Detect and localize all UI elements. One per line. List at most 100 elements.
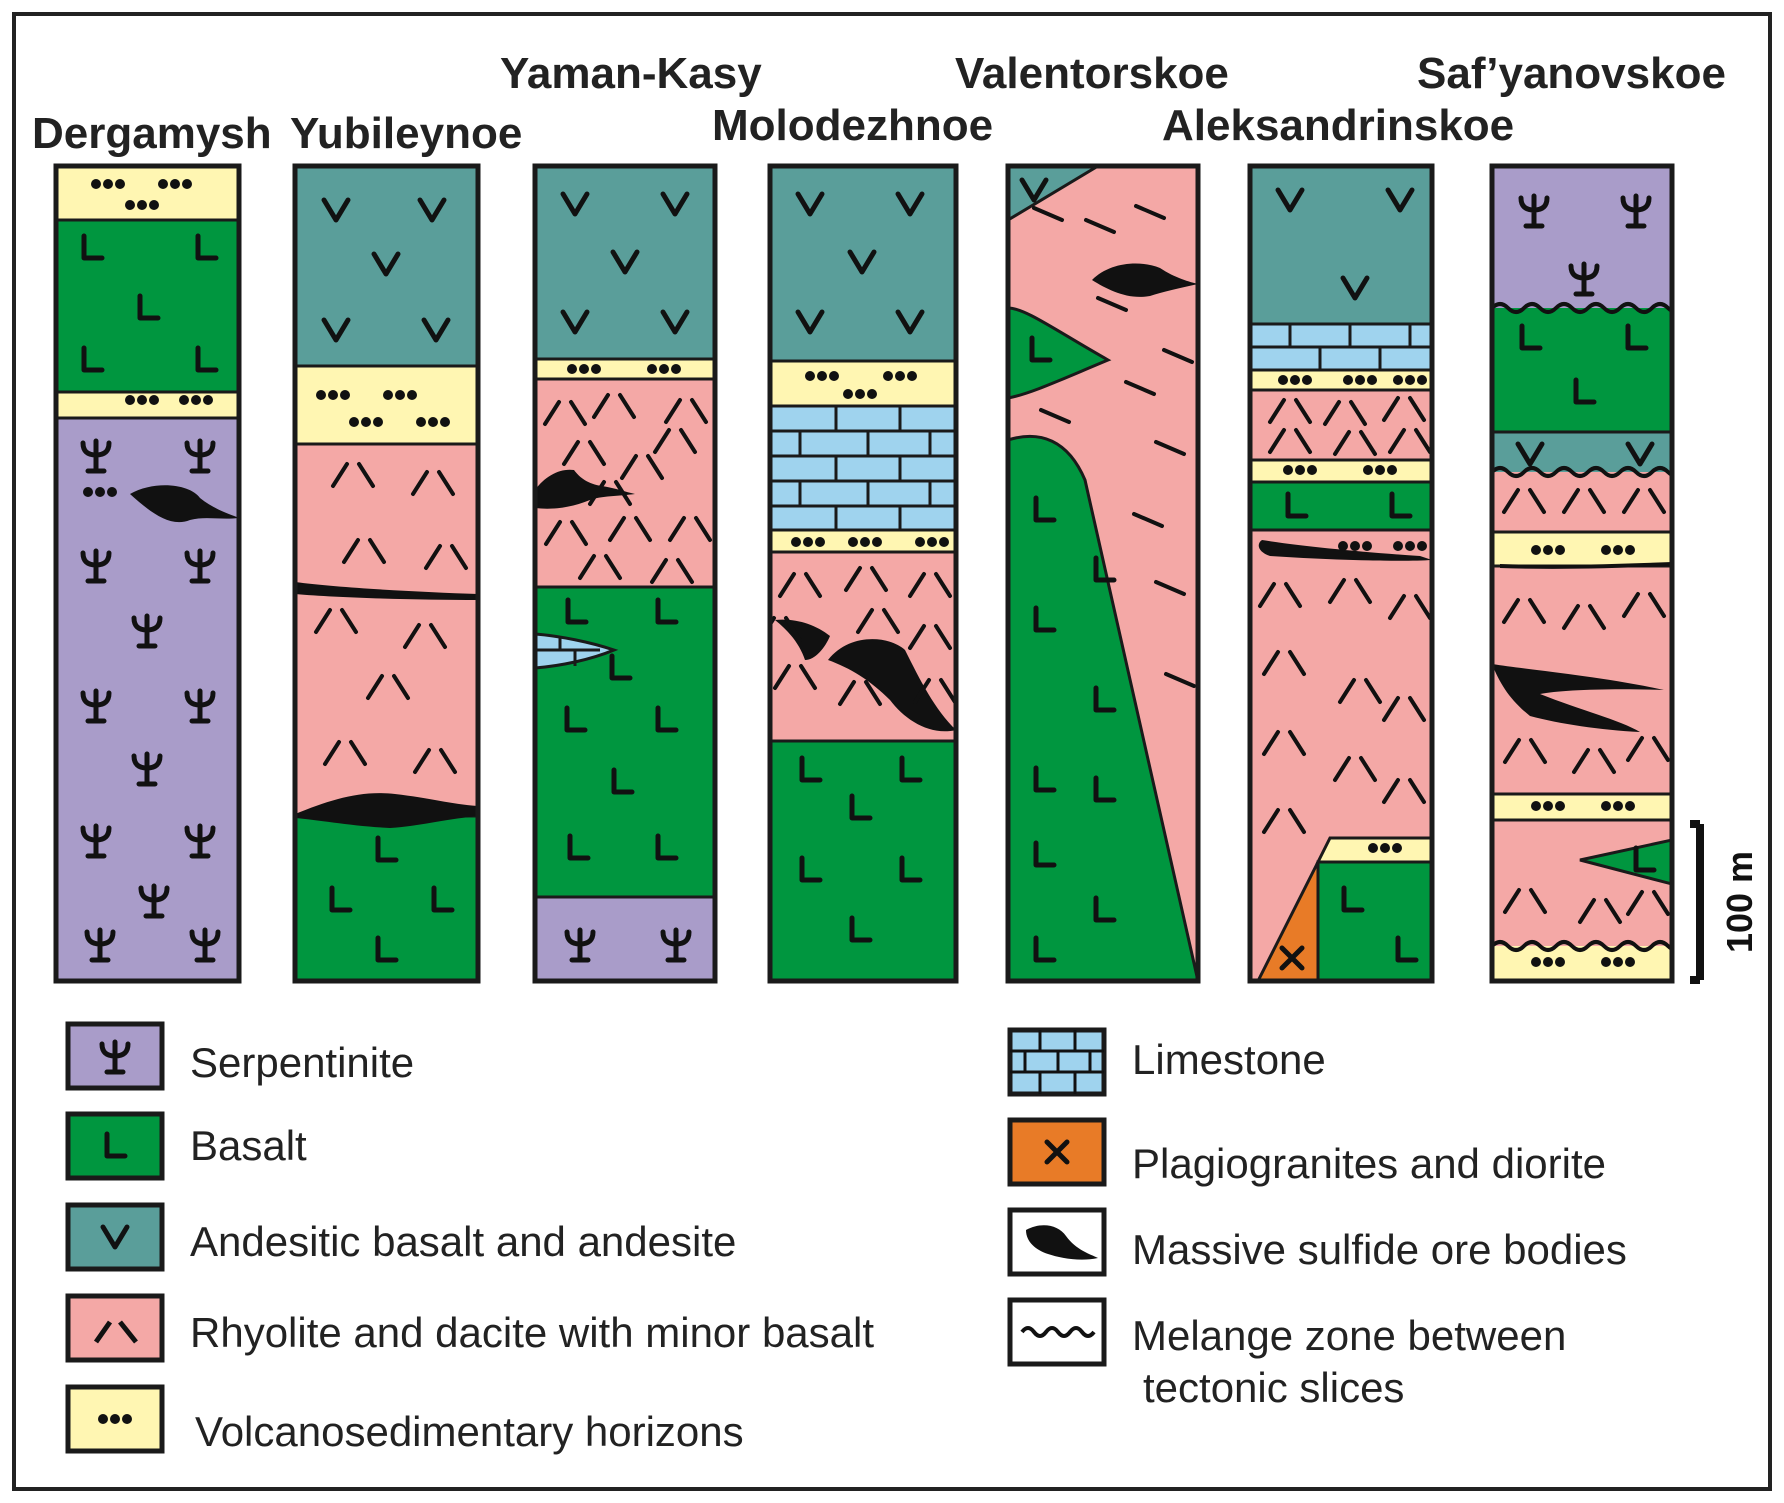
volcanosedimentary-dot bbox=[137, 395, 147, 405]
melange-zone bbox=[1492, 940, 1672, 952]
volcanosedimentary-dot bbox=[125, 395, 135, 405]
basalt-symbol bbox=[81, 233, 105, 261]
basalt-symbol bbox=[195, 233, 219, 261]
basalt-symbol bbox=[137, 293, 161, 321]
rhyolite-dash-pair bbox=[1626, 890, 1670, 916]
rhyolite-dash bbox=[1154, 580, 1186, 596]
volcanosedimentary-dot bbox=[805, 371, 815, 381]
volcanosedimentary-dot bbox=[1393, 541, 1403, 551]
serpentinite-symbol bbox=[131, 613, 163, 649]
legend-label-basalt: Basalt bbox=[190, 1122, 307, 1169]
serpentinite-symbol bbox=[138, 883, 170, 919]
basalt-symbol bbox=[1573, 377, 1597, 405]
volcanosedimentary-dot bbox=[1350, 541, 1360, 551]
basalt-symbol bbox=[799, 855, 823, 883]
basalt-symbol bbox=[611, 767, 635, 795]
andesite-symbol bbox=[371, 251, 401, 277]
plagiogranite-cross-group bbox=[1044, 1139, 1070, 1165]
volcanosedimentary-dot bbox=[149, 395, 159, 405]
volcanosedimentary-dot bbox=[1625, 801, 1635, 811]
rhyolite-dash-pair bbox=[1382, 396, 1426, 422]
volcanosedimentary-dot bbox=[1375, 465, 1385, 475]
volcanosedimentary-dots-group bbox=[791, 371, 949, 547]
basalt-symbol-group bbox=[329, 835, 455, 963]
column-frame-aleksandrinskoe bbox=[1247, 163, 1435, 984]
ore-body bbox=[535, 469, 635, 509]
volcanosedimentary-dot bbox=[1338, 541, 1348, 551]
serpentinite-symbol bbox=[80, 823, 112, 859]
rhyolite-dash-pair bbox=[544, 520, 588, 546]
basalt-symbol bbox=[609, 653, 633, 681]
rhyolite-dash bbox=[1084, 218, 1116, 234]
rhyolite-dash-pair bbox=[411, 470, 455, 496]
volcanosedimentary-dots-group bbox=[1531, 545, 1635, 967]
basalt-symbol bbox=[431, 885, 455, 913]
andesite-symbol bbox=[100, 1224, 130, 1250]
volcanosedimentary-dot bbox=[867, 389, 877, 399]
volcanosedimentary-dot bbox=[1368, 843, 1378, 853]
basalt-symbol bbox=[655, 833, 679, 861]
legend-item-melange: Melange zone between tectonic slices bbox=[1007, 1297, 1566, 1411]
basalt-symbol-group bbox=[1519, 323, 1657, 873]
volcanosedimentary-dot bbox=[815, 537, 825, 547]
volcanosedimentary-dot bbox=[1531, 545, 1541, 555]
rhyolite-dash-pair bbox=[838, 680, 882, 706]
volcanosedimentary-dot bbox=[416, 417, 426, 427]
ore-body bbox=[130, 485, 239, 523]
serpentinite-symbol-group bbox=[99, 1039, 131, 1075]
rhyolite-dash-pair bbox=[1388, 594, 1432, 620]
layer-volcanosedimentary bbox=[1492, 532, 1672, 566]
volcanosedimentary-dot bbox=[95, 487, 105, 497]
basalt-symbol bbox=[1093, 775, 1117, 803]
volcanosedimentary-dot bbox=[1393, 375, 1403, 385]
volcanosedimentary-dot bbox=[939, 537, 949, 547]
volcanosedimentary-dot bbox=[349, 417, 359, 427]
basalt-symbol bbox=[1033, 840, 1057, 868]
column-frame-yubileynoe bbox=[292, 163, 481, 984]
rhyolite-dash-group bbox=[1032, 204, 1196, 688]
rhyolite-dash-pair bbox=[562, 440, 606, 466]
rhyolite-dash bbox=[1134, 204, 1166, 220]
volcanosedimentary-dot bbox=[115, 179, 125, 189]
andesite-symbol-group bbox=[1515, 441, 1655, 467]
column-title-yaman-kasy: Yaman-Kasy bbox=[500, 49, 762, 98]
volcanosedimentary-dot bbox=[907, 371, 917, 381]
volcanosedimentary-dot bbox=[872, 537, 882, 547]
layer-andesite bbox=[295, 166, 478, 366]
andesite-symbol-group bbox=[321, 197, 451, 343]
layer-limestone bbox=[770, 406, 956, 530]
column-title-molodezhnoe: Molodezhnoe bbox=[712, 101, 993, 150]
rhyolite-dash-pair bbox=[1502, 598, 1546, 624]
serpentinite-symbol bbox=[184, 438, 216, 474]
serpentinite-symbol bbox=[80, 438, 112, 474]
volcanosedimentary-dot bbox=[848, 537, 858, 547]
rhyolite-dash bbox=[1162, 348, 1194, 364]
andesite-symbol bbox=[321, 197, 351, 223]
legend-label-serpentinite: Serpentinite bbox=[190, 1039, 414, 1086]
ore-body-icon bbox=[1007, 1207, 1107, 1277]
volcanosedimentary-dot bbox=[1362, 541, 1372, 551]
volcanosedimentary-dots-group bbox=[83, 179, 213, 497]
volcanosedimentary-dot bbox=[883, 371, 893, 381]
andesite-symbol bbox=[1385, 187, 1415, 213]
legend-item-volcanosedimentary: Volcanosedimentary horizons bbox=[65, 1384, 744, 1455]
volcanosedimentary-dot bbox=[383, 390, 393, 400]
basalt-symbol-group bbox=[1029, 335, 1117, 963]
andesite-symbol bbox=[660, 191, 690, 217]
column-dergamysh bbox=[56, 166, 239, 981]
volcanosedimentary-dots-group bbox=[567, 364, 681, 374]
basalt-symbol bbox=[567, 833, 591, 861]
basalt-symbol-group bbox=[81, 233, 219, 373]
serpentinite-symbol-group bbox=[80, 438, 221, 963]
rhyolite-dash-pair-group bbox=[314, 462, 468, 774]
layer-rhyolite bbox=[1492, 820, 1672, 946]
volcanosedimentary-dot bbox=[659, 364, 669, 374]
ore-body bbox=[295, 582, 478, 600]
volcanosedimentary-dot bbox=[170, 179, 180, 189]
volcanosedimentary-dot bbox=[122, 1414, 132, 1424]
limestone-bricks bbox=[770, 406, 956, 530]
ore-body bbox=[1500, 562, 1672, 569]
rhyolite-dash bbox=[1039, 408, 1071, 424]
volcanosedimentary-dot bbox=[361, 417, 371, 427]
